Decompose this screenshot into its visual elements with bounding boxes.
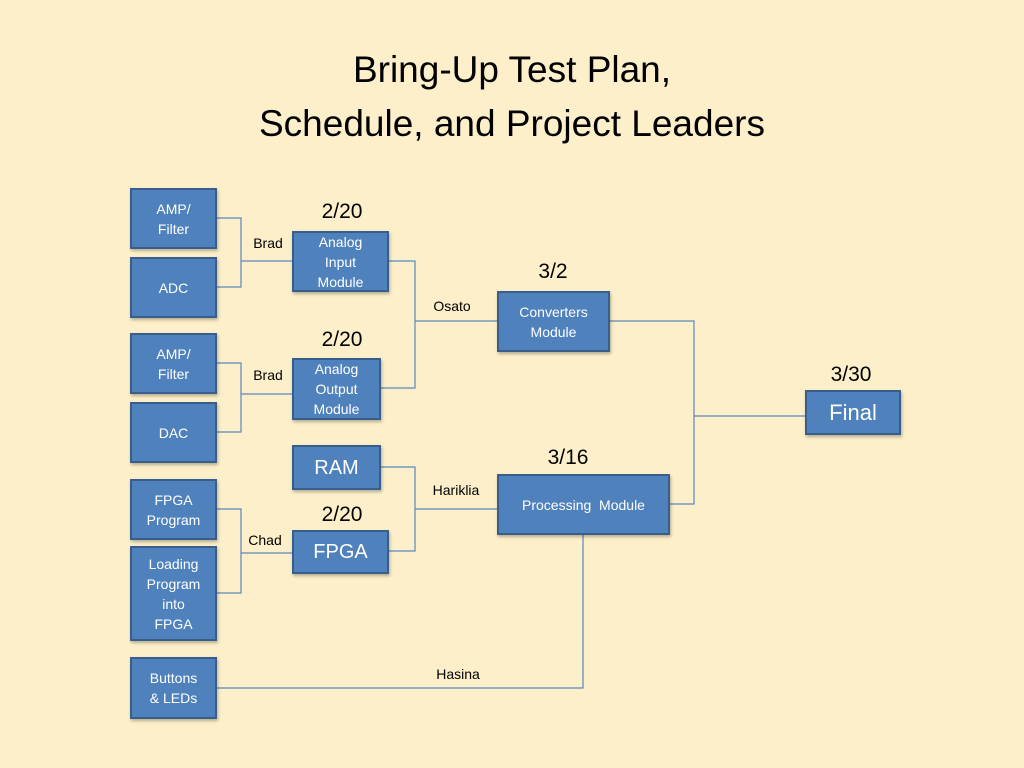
date-final: 3/30 (830, 363, 872, 386)
final-box: Final (805, 390, 901, 435)
date-fpga: 2/20 (321, 503, 363, 526)
leader-converters: Osato (433, 298, 471, 314)
connector-buttons-to-processing (217, 534, 584, 689)
date-processing: 3/16 (547, 446, 589, 469)
amp-filter-box-2: AMP/ Filter (130, 333, 217, 394)
analog-output-module-box: Analog Output Module (292, 358, 381, 420)
fpga-box: FPGA (292, 530, 389, 574)
date-analog-input: 2/20 (321, 200, 363, 223)
connector-fpga-program-bracket (217, 508, 242, 594)
processing-module-box: Processing Module (497, 474, 670, 535)
slide-title: Bring-Up Test Plan, Schedule, and Projec… (0, 43, 1024, 151)
connector-amp-adc-bracket (217, 217, 242, 288)
title-line-2: Schedule, and Project Leaders (258, 103, 765, 144)
loading-program-box: Loading Program into FPGA (130, 546, 217, 641)
amp-filter-box-1: AMP/ Filter (130, 188, 217, 249)
buttons-leds-box: Buttons & LEDs (130, 657, 217, 719)
dac-box: DAC (130, 402, 217, 463)
leader-analog-output: Brad (253, 367, 283, 383)
leader-analog-input: Brad (253, 235, 283, 251)
ram-box: RAM (292, 445, 381, 490)
analog-input-module-box: Analog Input Module (292, 231, 389, 292)
date-converters: 3/2 (538, 260, 568, 283)
leader-processing: Hariklia (432, 482, 480, 498)
title-line-1: Bring-Up Test Plan, (352, 49, 672, 90)
converters-module-box: Converters Module (497, 291, 610, 352)
leader-buttons-leds: Hasina (436, 666, 480, 682)
fpga-program-box: FPGA Program (130, 479, 217, 540)
date-analog-output: 2/20 (321, 328, 363, 351)
leader-fpga: Chad (248, 532, 282, 548)
adc-box: ADC (130, 257, 217, 318)
